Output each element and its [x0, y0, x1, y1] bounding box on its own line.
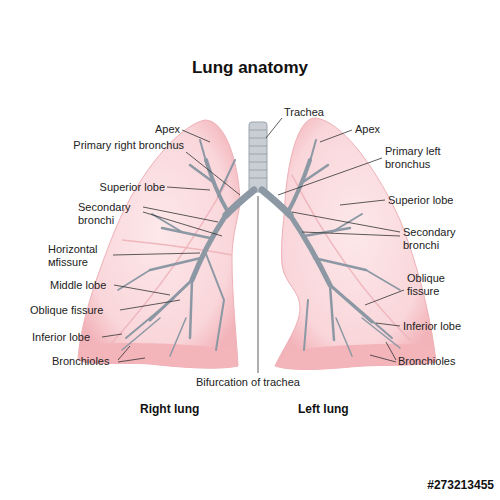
illustration-part: [182, 130, 210, 142]
illustration-part: [200, 140, 207, 165]
illustration-part: [278, 158, 382, 195]
illustration-part: [190, 280, 192, 338]
illustration-part: [362, 318, 400, 348]
illustration-part: [122, 318, 160, 350]
illustration-part: [249, 154, 267, 155]
illustration-part: [143, 212, 222, 236]
illustration-part: [120, 300, 180, 310]
part-label: Oblique fissure: [30, 304, 120, 317]
illustration-part: [332, 214, 362, 232]
illustration-part: [376, 323, 400, 326]
illustration-part: [249, 162, 267, 163]
part-label: Trachea: [284, 106, 344, 119]
lung-caption: Left lung: [298, 403, 368, 416]
illustration-part: [167, 187, 210, 190]
part-label: Bifurcation of trachea: [196, 376, 356, 389]
part-label: Superior lobe: [60, 181, 165, 194]
illustration-part: [122, 240, 232, 255]
part-label: Apex: [120, 123, 180, 136]
illustration-part: [302, 232, 400, 236]
illustration-part: [249, 138, 267, 139]
part-label: Primary right bronchus: [70, 139, 184, 152]
illustration-part: [118, 358, 145, 362]
part-label: Secondary bronchi: [78, 201, 140, 227]
part-label: Superior lobe: [388, 194, 478, 207]
illustration-part: [262, 190, 290, 215]
illustration-part: [258, 196, 259, 373]
part-label: Inferior lobe: [32, 331, 102, 344]
illustration-part: [249, 122, 267, 192]
lung-shapes: [78, 118, 436, 370]
leader-lines: [102, 118, 404, 373]
illustration-part: [340, 200, 385, 205]
illustration-part: [218, 160, 235, 196]
title: Lung anatomy: [0, 58, 500, 78]
part-label: Bronchioles: [398, 355, 468, 368]
illustration-part: [309, 140, 316, 165]
illustration-part: [365, 290, 404, 305]
illustration-part: [366, 270, 400, 290]
illustration-part: [113, 253, 200, 255]
illustration-part: [330, 285, 334, 340]
illustration-part: [170, 318, 186, 356]
illustration-part: [192, 215, 226, 280]
watermark-number: #273213455: [390, 479, 494, 492]
illustration-part: [150, 258, 201, 270]
illustration-part: [206, 160, 228, 212]
illustration-part: [336, 318, 352, 356]
illustration-part: [190, 165, 213, 182]
illustration-part: [292, 212, 400, 232]
illustration-part: [102, 334, 122, 337]
illustration-part: [249, 178, 267, 179]
illustration-part: [266, 118, 282, 138]
illustration-part: [290, 215, 330, 285]
illustration-part: [320, 130, 352, 142]
lung-caption: Right lung: [140, 403, 210, 416]
illustration-part: [386, 342, 396, 360]
illustration-part: [78, 120, 240, 368]
illustration-part: [226, 190, 254, 215]
trachea: [249, 122, 267, 192]
illustration-part: [118, 346, 130, 360]
illustration-part: [118, 270, 150, 290]
part-label: Bronchioles: [52, 355, 118, 368]
part-label: Primary left bronchus: [385, 145, 465, 171]
illustration-part: [249, 130, 267, 131]
illustration-part: [370, 355, 396, 362]
part-label: Secondary bronchi: [403, 226, 465, 252]
illustration-part: [304, 300, 308, 350]
illustration-part: [249, 146, 267, 147]
illustration-part: [114, 285, 170, 295]
part-label: Horizontal мfissure: [48, 243, 112, 269]
illustration-part: [288, 160, 310, 212]
illustration-part: [303, 165, 328, 182]
illustration-part: [126, 298, 174, 338]
illustration-part: [143, 207, 218, 222]
illustration-part: [206, 254, 224, 350]
illustration-part: [152, 214, 182, 232]
illustration-part: [314, 258, 366, 270]
illustration-part: [162, 228, 210, 238]
bronchial-tree: [118, 140, 400, 356]
part-label: Inferior lobe: [403, 320, 483, 333]
part-label: Middle lobe: [50, 279, 112, 292]
illustration-part: [249, 170, 267, 171]
part-label: Oblique fissure: [407, 272, 469, 298]
illustration-part: [348, 300, 392, 338]
part-label: Apex: [355, 123, 415, 136]
